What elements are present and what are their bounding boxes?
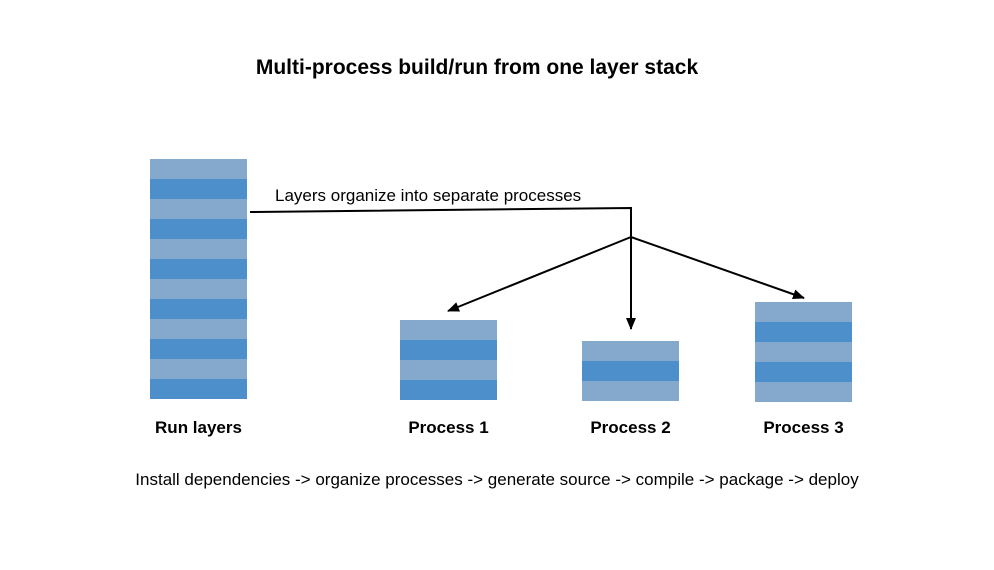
diagram-title: Multi-process build/run from one layer s… [255, 56, 699, 79]
layer-band [755, 302, 852, 322]
process-3-label: Process 3 [763, 418, 844, 437]
layer-band [400, 340, 497, 360]
process-3-stack [755, 302, 852, 402]
process-1-label: Process 1 [408, 418, 489, 437]
layer-band [150, 359, 247, 379]
layer-band [150, 159, 247, 179]
pipeline-steps: Install dependencies -> organize process… [135, 470, 859, 489]
layer-band [150, 179, 247, 199]
layer-band [755, 382, 852, 402]
layer-band [150, 319, 247, 339]
layer-band [150, 219, 247, 239]
layer-band [582, 361, 679, 381]
arrow-to-process-1 [447, 236, 632, 312]
annotation-text: Layers organize into separate processes [275, 186, 582, 205]
layer-band [755, 342, 852, 362]
layer-band [400, 360, 497, 380]
layer-band [150, 239, 247, 259]
layer-band [582, 341, 679, 361]
layer-band [150, 379, 247, 399]
layer-band [755, 322, 852, 342]
process-2-label: Process 2 [590, 418, 671, 437]
layer-band [150, 279, 247, 299]
layer-band [400, 380, 497, 400]
layer-band [400, 320, 497, 340]
process-2-stack [582, 341, 679, 401]
layer-band [755, 362, 852, 382]
run-layers-stack [150, 159, 247, 399]
arrow-to-process-3 [630, 236, 805, 300]
layer-band [150, 339, 247, 359]
layer-band [150, 259, 247, 279]
layer-band [150, 299, 247, 319]
layer-band [582, 381, 679, 401]
layer-band [150, 199, 247, 219]
connector-line [249, 206, 632, 237]
process-1-stack [400, 320, 497, 400]
run-layers-label: Run layers [155, 418, 242, 437]
